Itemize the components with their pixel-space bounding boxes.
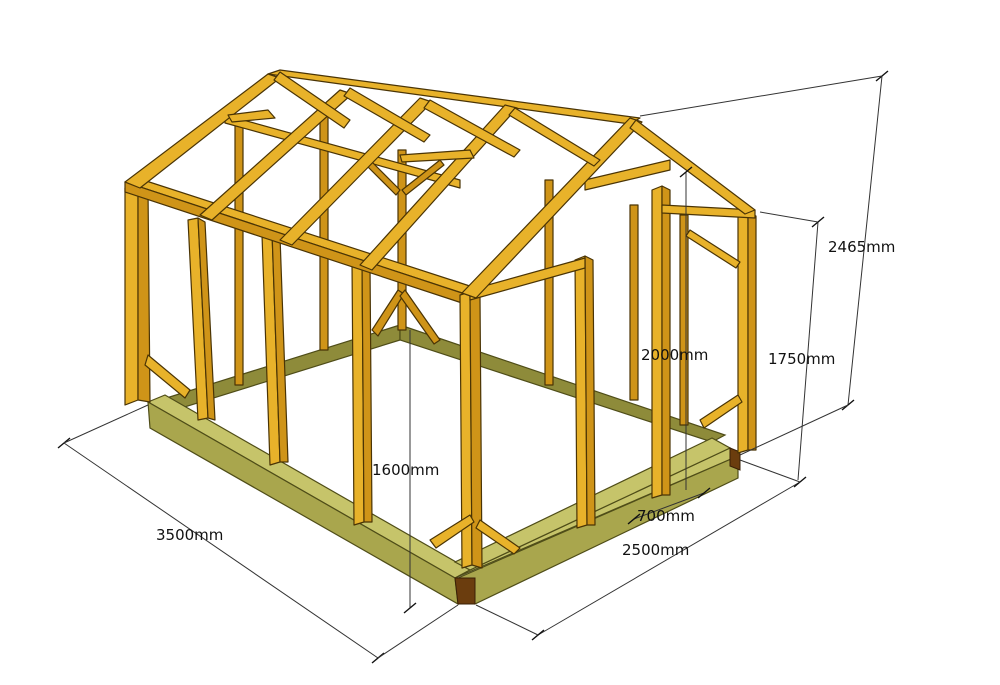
back-gable-wall bbox=[224, 109, 461, 386]
width-label: 2500mm bbox=[622, 541, 689, 559]
dimension-lines bbox=[57, 70, 889, 664]
right-side-wall bbox=[544, 179, 689, 426]
front-gable-wall bbox=[429, 159, 757, 569]
length-label: 3500mm bbox=[156, 526, 223, 544]
ridge-height-label: 2000mm bbox=[641, 346, 708, 364]
width-dimension-line bbox=[537, 481, 801, 636]
door-width-dimension-line bbox=[633, 492, 705, 520]
wall-height-dimension-line bbox=[797, 221, 819, 481]
roof-frame bbox=[124, 69, 756, 299]
door-height-label: 1600mm bbox=[372, 461, 439, 479]
wall-height-label: 1750mm bbox=[768, 350, 835, 368]
dimension-labels: 2465mm 1750mm 2000mm 1600mm 700mm 2500mm… bbox=[156, 238, 895, 559]
length-dimension-line bbox=[63, 442, 379, 659]
total-height-dimension-line bbox=[847, 75, 883, 406]
door-width-label: 700mm bbox=[637, 507, 695, 525]
total-height-label: 2465mm bbox=[828, 238, 895, 256]
timber-frame bbox=[124, 69, 757, 569]
